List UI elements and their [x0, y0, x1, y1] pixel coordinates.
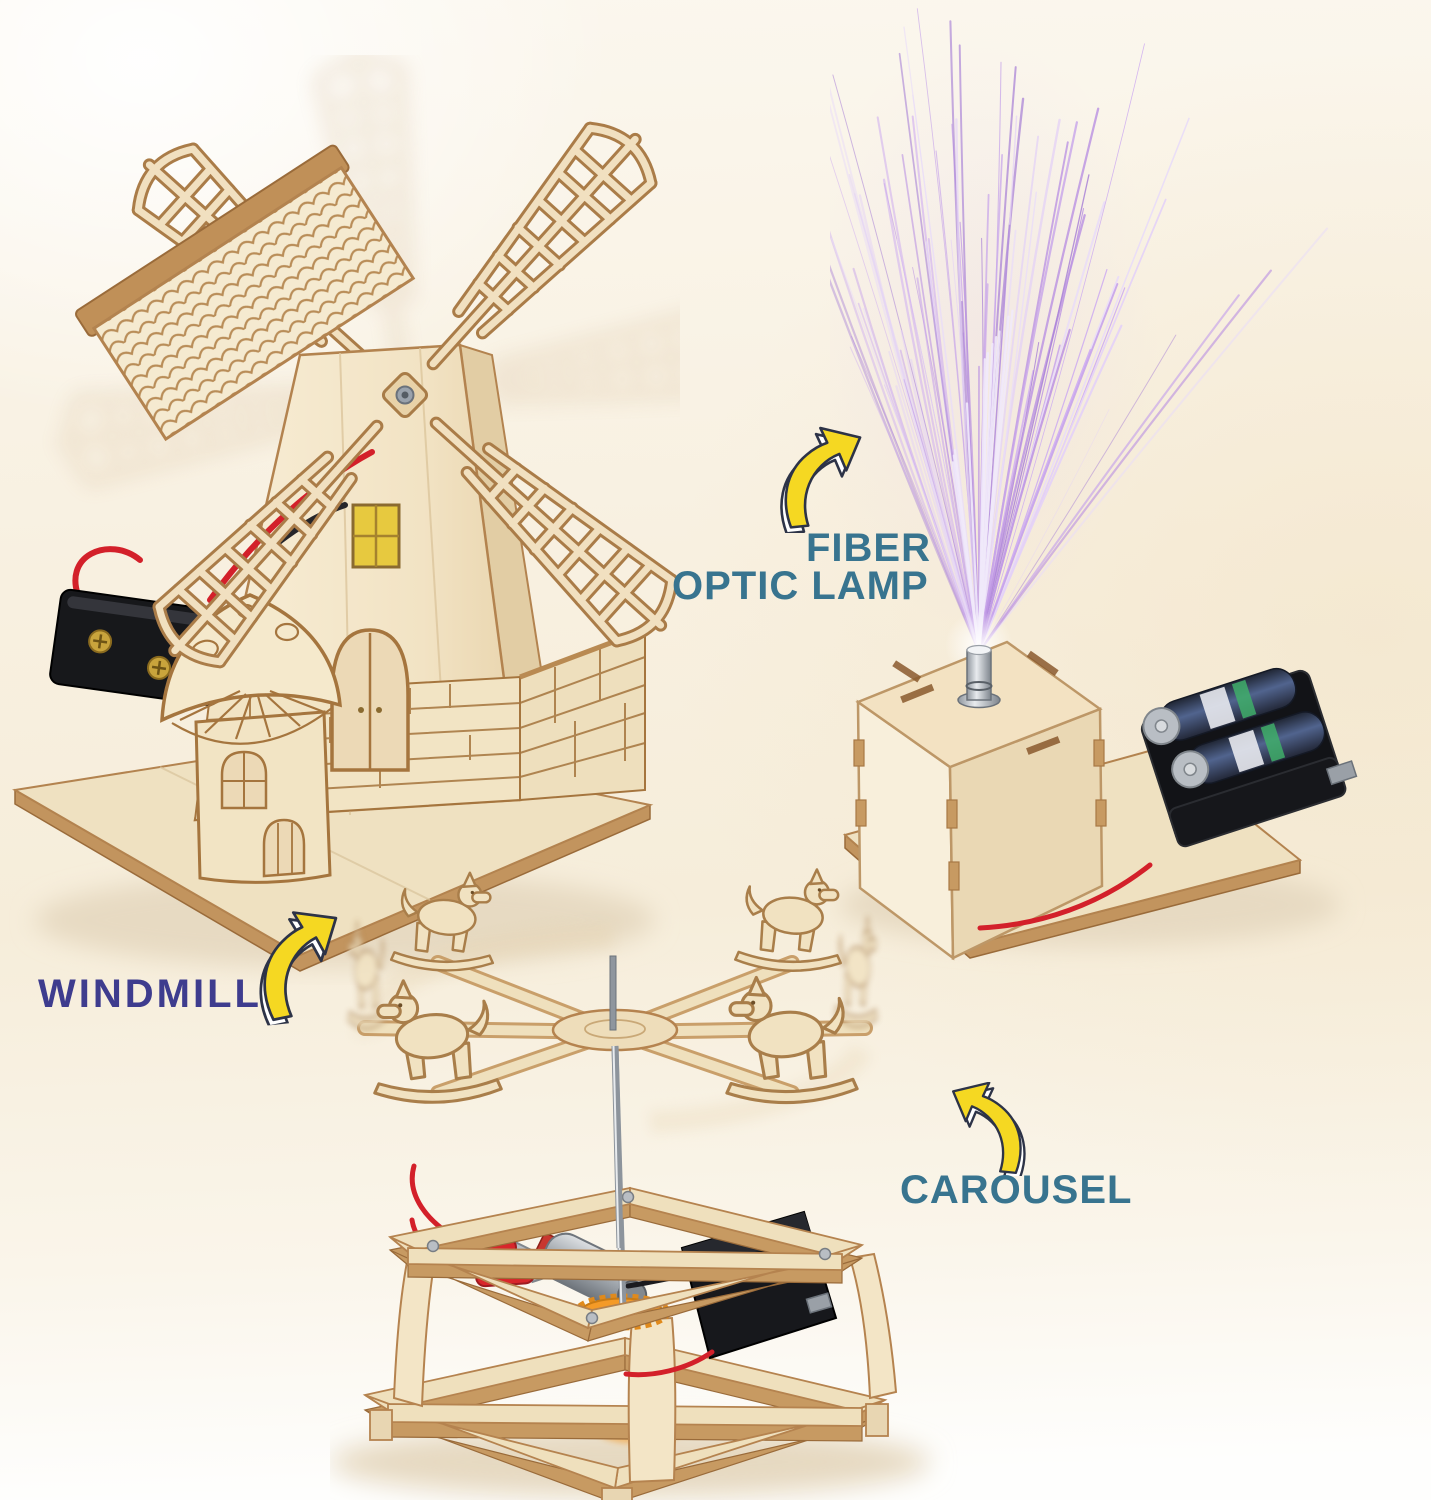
aa-battery [1142, 667, 1297, 746]
rocking-horse [734, 868, 842, 973]
carousel-rod-upper [611, 1045, 624, 1249]
fiber-optic-lamp-label-line1: FIBER [806, 526, 931, 570]
deck-screw-icon [426, 1190, 832, 1325]
cube-top-slots [892, 650, 1061, 755]
fiber-optic-lamp-model [830, 8, 1358, 961]
fiber-arrow-icon [780, 426, 862, 533]
carousel-model [330, 868, 930, 1500]
mushroom-door [262, 818, 306, 878]
aa-battery [1171, 711, 1326, 789]
carousel-feet [369, 1403, 889, 1500]
carousel-legs [392, 1246, 898, 1484]
cube-finger-joints [853, 739, 1107, 891]
carousel-arrow-icon [952, 1082, 1026, 1176]
carousel-top-pin [609, 955, 617, 1031]
fiber-ferrule [957, 644, 1001, 709]
carousel-top-deck [387, 1186, 865, 1342]
carousel-disc [551, 955, 679, 1052]
windmill-hub [381, 371, 429, 419]
windmill-label: WINDMILL [38, 972, 262, 1016]
fiber-strands [830, 8, 1329, 654]
carousel-lower-deck [362, 1336, 889, 1500]
carousel-label: CAROUSEL [900, 1168, 1133, 1212]
lamp-red-wire [977, 862, 1153, 931]
battery-screw-icon [88, 629, 113, 654]
windmill-blades [144, 112, 680, 678]
fiber-optic-lamp-label-line2: OPTIC LAMP [672, 564, 929, 608]
windmill-roof [75, 144, 416, 442]
lamp-battery-pack [1140, 667, 1358, 848]
windmill-arrow-icon [259, 911, 338, 1027]
battery-screw-icon [147, 655, 172, 680]
windmill-model [12, 55, 680, 972]
rocking-horse [373, 979, 503, 1104]
windmill-door [330, 628, 410, 772]
